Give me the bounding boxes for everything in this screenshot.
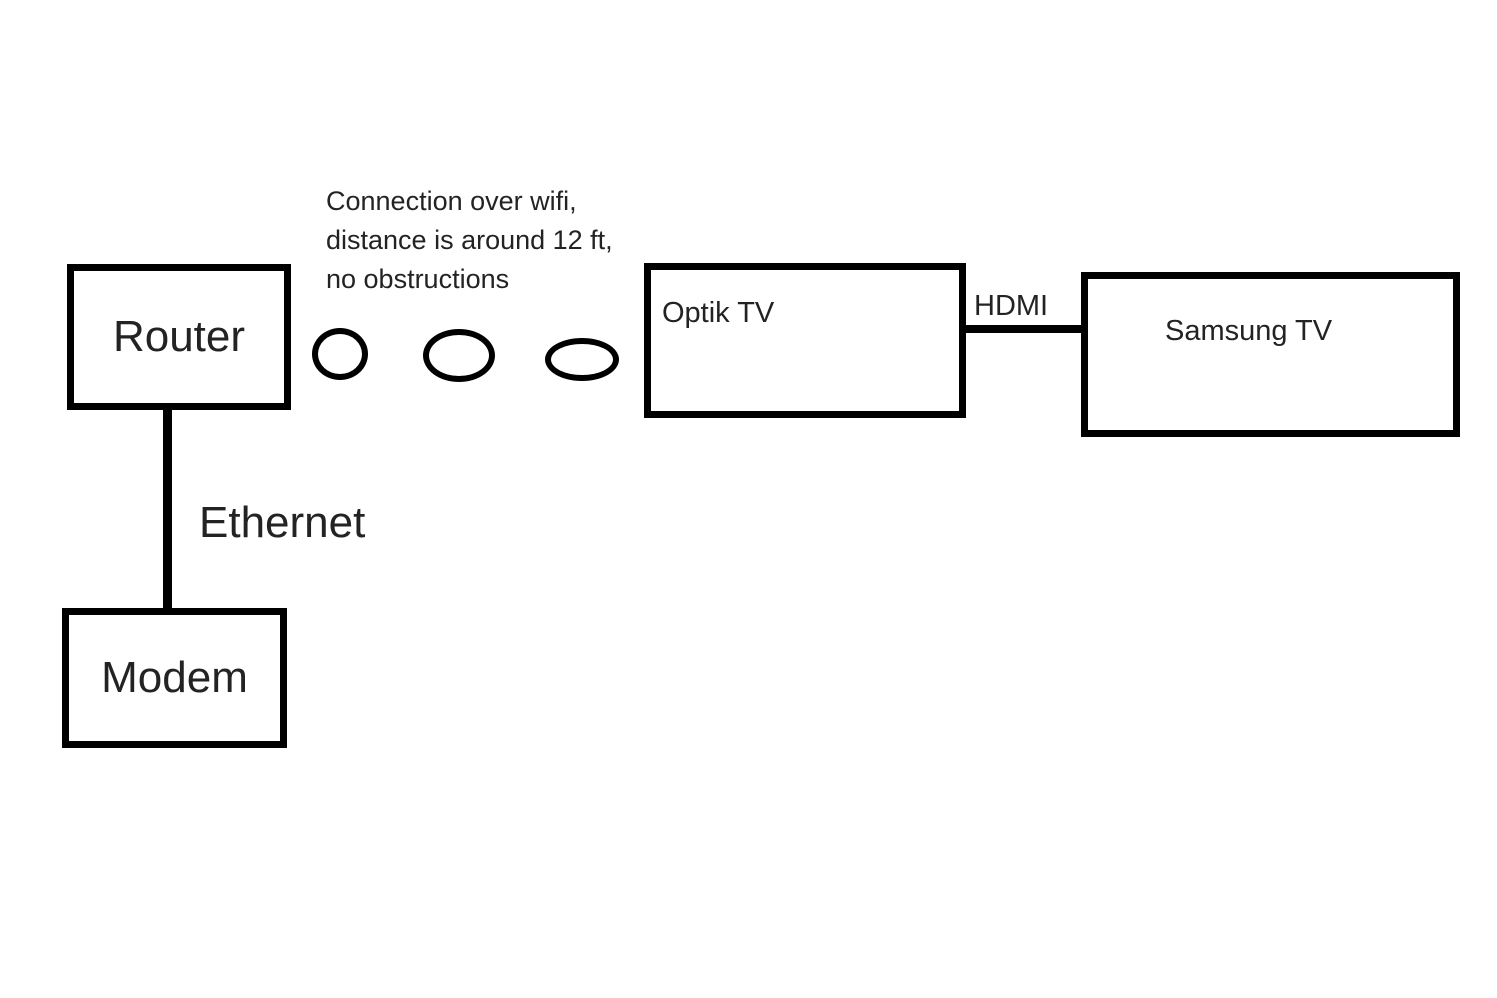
wifi-annotation-line-2: distance is around 12 ft, — [326, 225, 613, 255]
modem-node: Modem — [62, 608, 287, 748]
wifi-annotation-line-3: no obstructions — [326, 264, 510, 294]
hdmi-connector-line — [959, 325, 1089, 333]
router-node: Router — [67, 264, 291, 410]
wifi-annotation-line-1: Connection over wifi, — [326, 186, 577, 216]
optik-tv-label: Optik TV — [662, 297, 775, 329]
wifi-signal-ellipse-1 — [312, 328, 368, 380]
wifi-signal-ellipse-2 — [423, 329, 495, 382]
samsung-tv-node: Samsung TV — [1081, 272, 1460, 437]
modem-label: Modem — [101, 653, 248, 702]
hdmi-label: HDMI — [974, 290, 1049, 322]
ethernet-label: Ethernet — [199, 498, 366, 547]
optik-tv-node: Optik TV — [644, 263, 966, 418]
ethernet-connector-line — [163, 404, 172, 612]
router-label: Router — [112, 312, 246, 361]
wifi-annotation: Connection over wifi, distance is around… — [326, 182, 613, 299]
samsung-tv-label: Samsung TV — [1165, 315, 1333, 347]
wifi-signal-ellipse-3 — [545, 338, 619, 381]
